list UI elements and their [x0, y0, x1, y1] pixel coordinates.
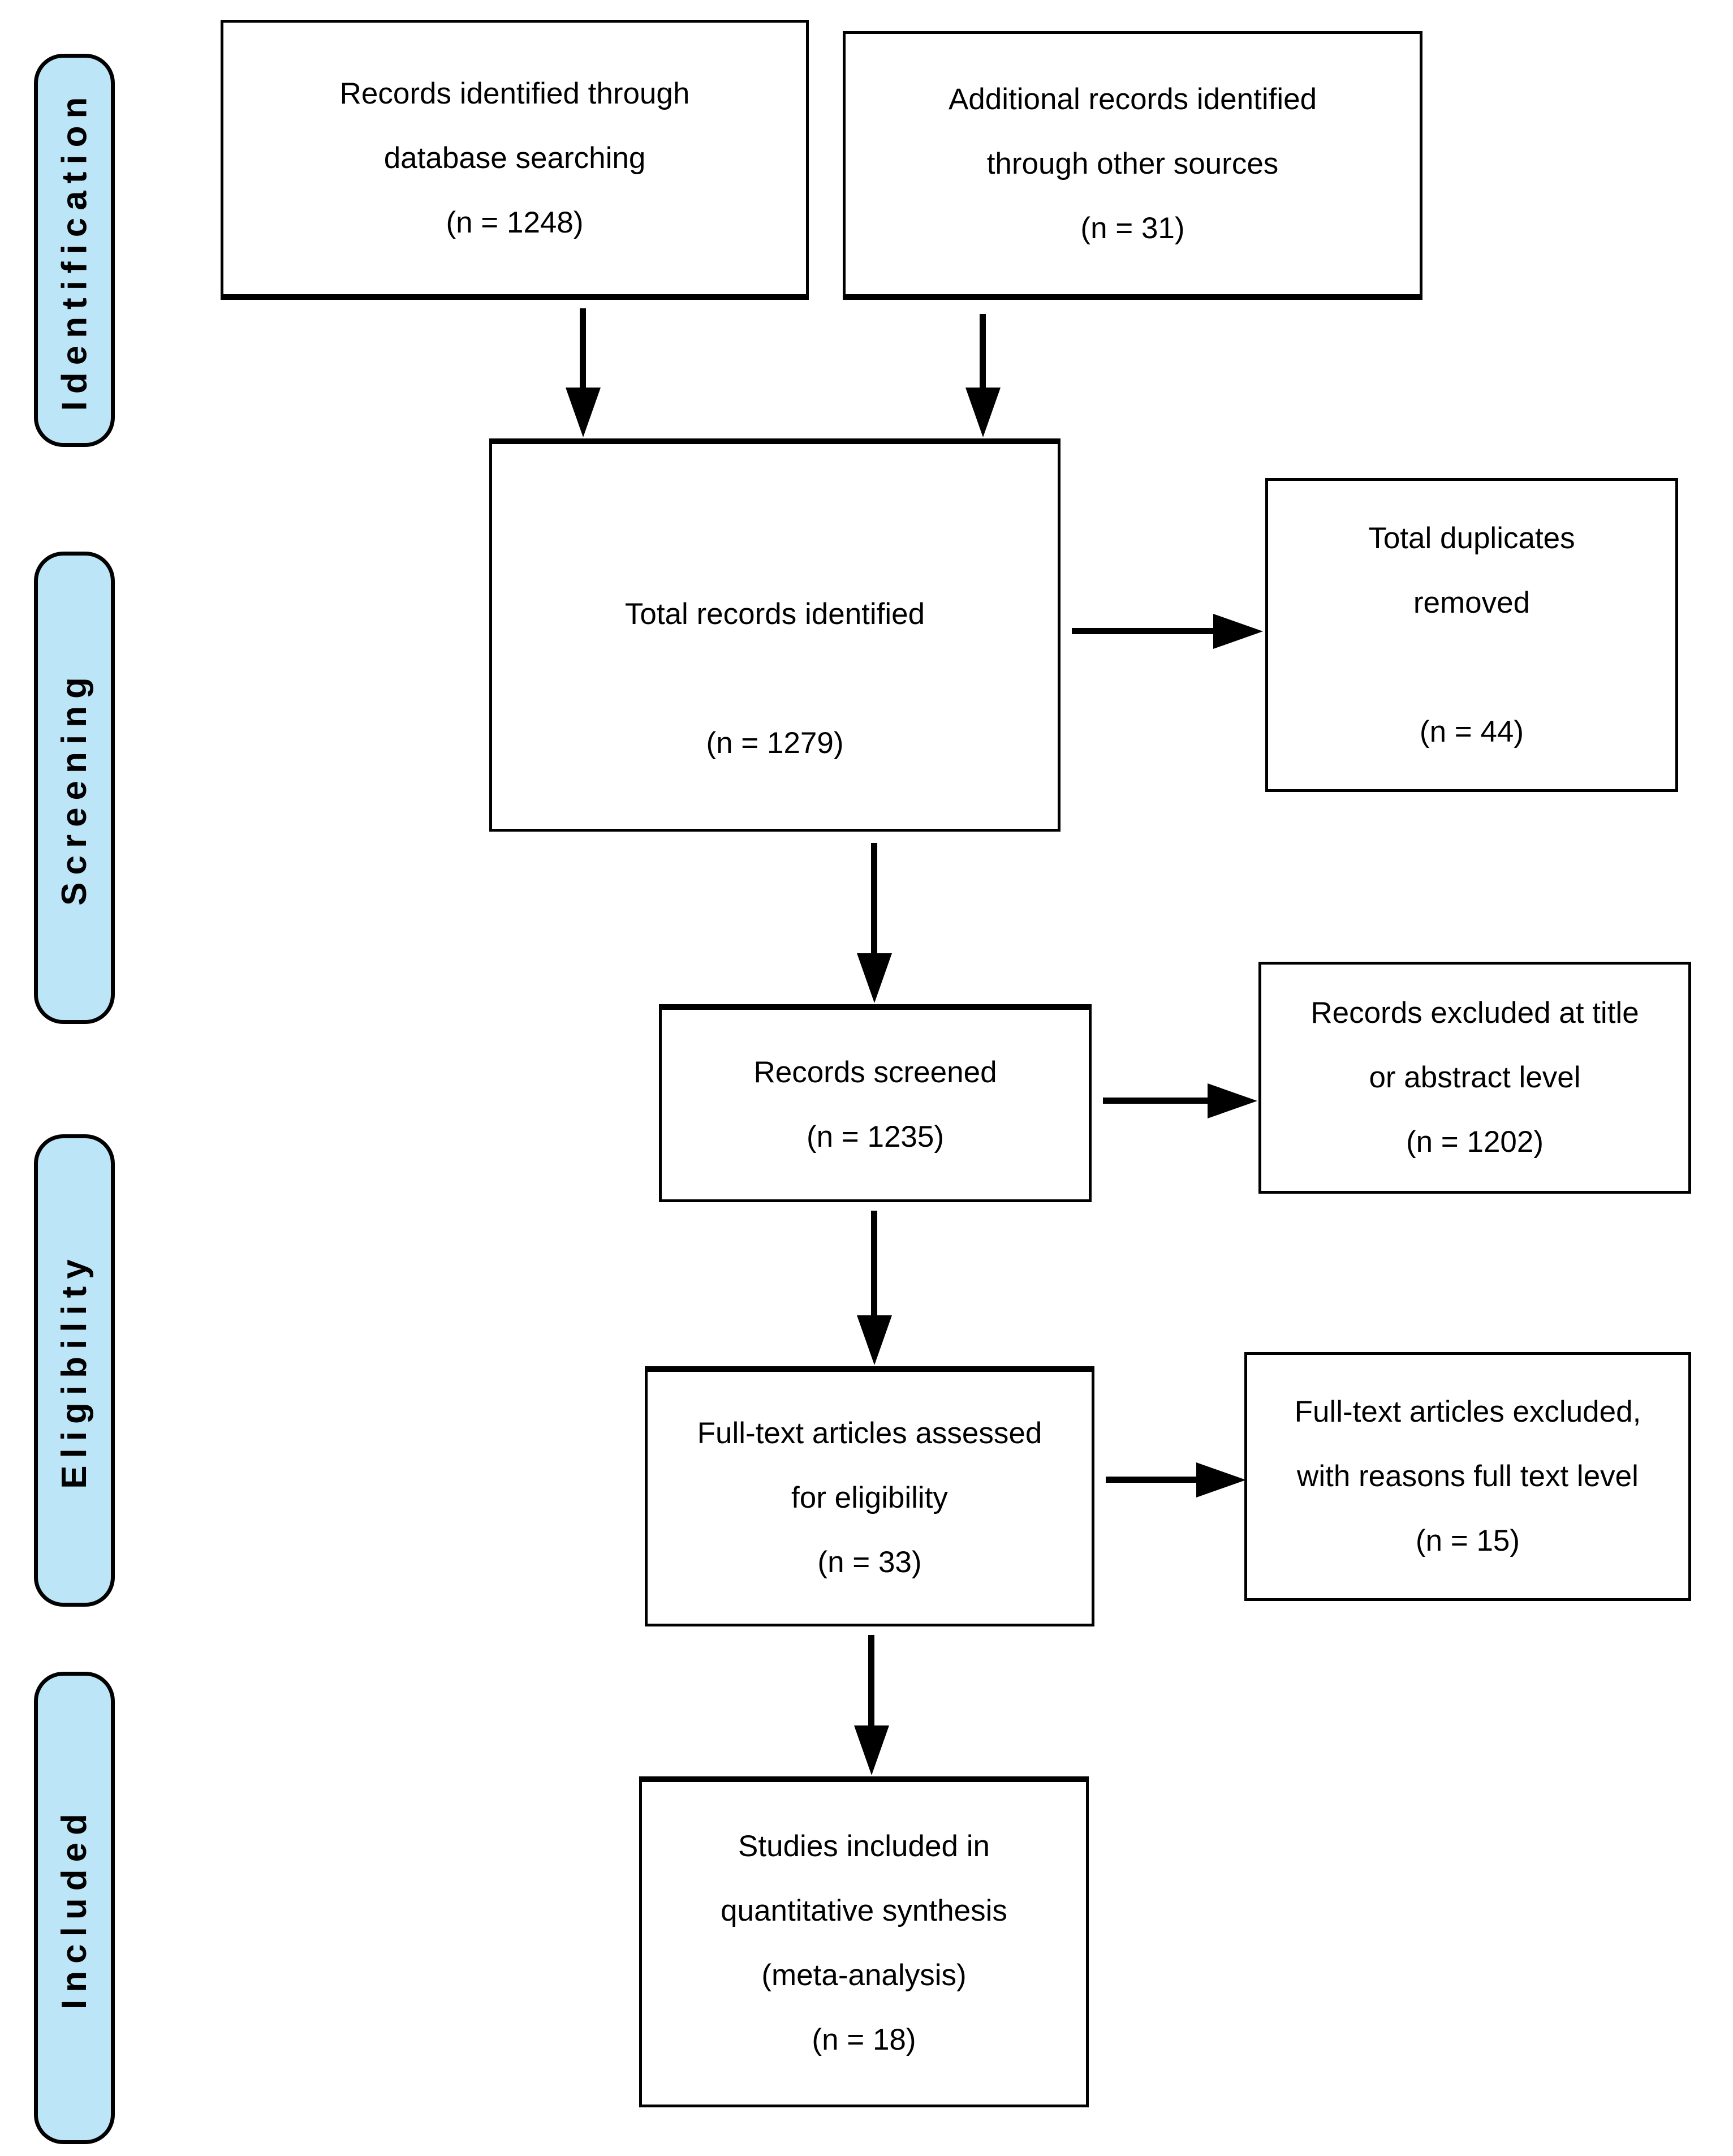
box-duplicates-removed: Total duplicates removed (n = 44) — [1265, 478, 1678, 792]
text-line: Studies included in — [738, 1830, 990, 1863]
text-line: (n = 1248) — [446, 206, 584, 239]
text-line: Total duplicates — [1368, 521, 1575, 555]
box-total-identified: Total records identified (n = 1279) — [489, 438, 1061, 832]
text-line: for eligibility — [791, 1481, 948, 1514]
text-line: quantitative synthesis — [721, 1894, 1007, 1927]
text-line: Total records identified — [624, 597, 925, 631]
text-line: (n = 31) — [1080, 212, 1185, 245]
text-line: (n = 18) — [812, 2023, 916, 2056]
text-line: through other sources — [986, 147, 1279, 180]
box-included-synthesis: Studies included in quantitative synthes… — [639, 1776, 1089, 2107]
text-line: or abstract level — [1369, 1061, 1581, 1094]
text-line: Additional records identified — [948, 83, 1317, 116]
text-line: (n = 15) — [1415, 1524, 1520, 1557]
box-excluded-title-abstract: Records excluded at title or abstract le… — [1258, 962, 1691, 1194]
arrow-down-screened-to-fulltext-icon — [871, 1211, 877, 1315]
stage-identification: Identification — [34, 54, 115, 447]
arrow-right-total-to-duplicates-icon — [1072, 628, 1213, 634]
stage-included-label: Included — [55, 1806, 94, 2009]
arrow-down-database-to-total-icon — [580, 308, 586, 388]
text-line: (n = 1235) — [806, 1120, 945, 1154]
arrow-down-total-to-screened-icon — [871, 843, 877, 953]
arrow-right-screened-to-excluded-icon — [1103, 1098, 1208, 1104]
text-line: (n = 44) — [1419, 715, 1524, 748]
arrow-down-other-sources-to-total-icon — [980, 314, 986, 388]
text-line: Full-text articles assessed — [697, 1416, 1042, 1450]
text-line: Full-text articles excluded, — [1294, 1395, 1641, 1428]
text-line: (n = 33) — [817, 1545, 922, 1579]
stage-included: Included — [34, 1672, 115, 2144]
box-other-sources: Additional records identified through ot… — [843, 31, 1422, 300]
text-line: Records screened — [753, 1055, 997, 1089]
text-line: (n = 1202) — [1406, 1125, 1544, 1159]
box-fulltext-excluded: Full-text articles excluded, with reason… — [1244, 1352, 1691, 1601]
stage-eligibility: Eligibility — [34, 1134, 115, 1607]
box-fulltext-assessed: Full-text articles assessed for eligibil… — [645, 1366, 1094, 1626]
text-line: with reasons full text level — [1297, 1460, 1639, 1493]
box-records-screened: Records screened (n = 1235) — [659, 1004, 1092, 1202]
text-line: (meta-analysis) — [761, 1959, 967, 1992]
text-line: Records identified through — [339, 77, 690, 110]
arrow-down-fulltext-to-included-icon — [868, 1635, 874, 1725]
box-records-database: Records identified through database sear… — [221, 20, 809, 300]
stage-identification-label: Identification — [55, 89, 94, 411]
text-line: removed — [1413, 586, 1531, 619]
text-line: database searching — [383, 141, 646, 175]
text-line: (n = 1279) — [706, 726, 844, 760]
stage-eligibility-label: Eligibility — [55, 1252, 94, 1489]
arrow-right-fulltext-to-excluded-icon — [1106, 1477, 1196, 1483]
stage-screening-label: Screening — [55, 670, 94, 906]
text-line: Records excluded at title — [1310, 996, 1639, 1030]
stage-screening: Screening — [34, 552, 115, 1024]
